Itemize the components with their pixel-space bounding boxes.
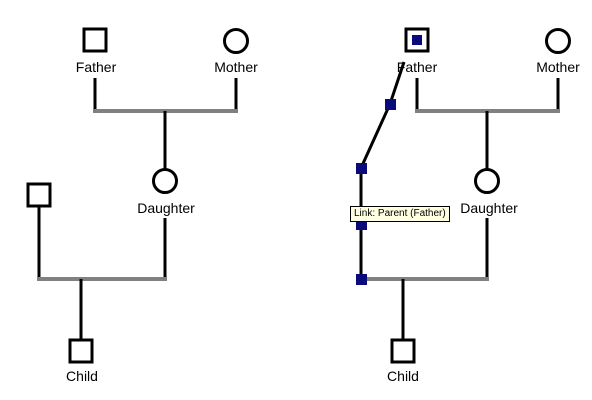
selected-parent-link[interactable] — [359, 61, 406, 279]
link-handle-4[interactable] — [356, 274, 367, 285]
father-label: Father — [75, 59, 117, 75]
mother-label-right: Mother — [536, 59, 580, 75]
child-male-icon-right[interactable] — [390, 338, 416, 364]
daughter-label-right: Daughter — [460, 200, 518, 216]
child-label-right: Child — [387, 368, 419, 384]
link-handle-1[interactable] — [385, 99, 396, 110]
daughter-female-icon[interactable] — [152, 168, 178, 194]
link-handle-3[interactable] — [356, 219, 367, 230]
child-male-icon[interactable] — [68, 338, 94, 364]
father-label-right: Father — [396, 59, 438, 75]
father-male-icon[interactable] — [82, 27, 108, 53]
spouse-male-icon[interactable] — [26, 182, 52, 208]
daughter-female-icon-right[interactable] — [474, 168, 500, 194]
mother-female-icon-right[interactable] — [545, 28, 571, 54]
left-pedigree — [26, 27, 249, 364]
mother-label: Mother — [214, 59, 258, 75]
link-handle-2[interactable] — [356, 163, 367, 174]
child-label: Child — [66, 368, 98, 384]
right-pedigree — [356, 27, 571, 364]
mother-female-icon[interactable] — [223, 28, 249, 54]
link-tooltip: Link: Parent (Father) — [350, 206, 450, 222]
father-selection-handle[interactable] — [412, 35, 422, 45]
daughter-label: Daughter — [137, 200, 195, 216]
